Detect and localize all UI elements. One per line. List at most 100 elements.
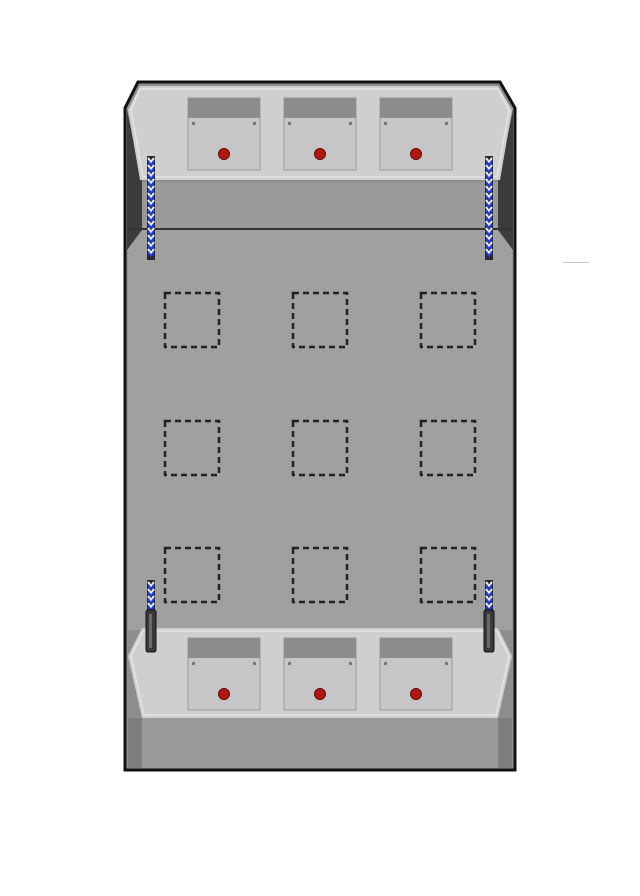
crate-lid (188, 98, 260, 118)
chain-link (485, 185, 493, 192)
crate-lid (284, 98, 356, 118)
lever-link (485, 588, 493, 595)
chain-link (147, 174, 155, 181)
chain-link (147, 244, 155, 251)
crate-lid (380, 98, 452, 118)
deck-floor[interactable] (128, 230, 512, 630)
crate-rivet (192, 122, 195, 125)
lever-link (485, 591, 493, 598)
lever-highlight (487, 614, 490, 648)
chain-link (485, 237, 493, 244)
chain-link (485, 241, 493, 248)
crate-rivet (445, 662, 448, 665)
chain-link (485, 171, 493, 178)
cargo-slot-r1-c1[interactable] (163, 291, 221, 349)
lever-link (147, 591, 155, 598)
crate-rivet (349, 122, 352, 125)
chain-link (485, 216, 493, 223)
left-wall-shadow (127, 110, 142, 250)
chain-link (485, 227, 493, 234)
chain-link (485, 195, 493, 202)
chain-link (485, 244, 493, 251)
red-button-icon[interactable] (410, 148, 422, 160)
cargo-slot-r2-c2[interactable] (291, 419, 349, 477)
right-wall-shadow (498, 110, 513, 250)
chain-link (147, 220, 155, 227)
chain-link (485, 167, 493, 174)
chain-link (147, 241, 155, 248)
chain-link (485, 230, 493, 237)
bottom-crate-2[interactable] (283, 637, 357, 711)
red-button-icon[interactable] (314, 688, 326, 700)
left-bottom-lever-icon[interactable] (145, 580, 157, 653)
chain-link (147, 199, 155, 206)
chain-link (147, 248, 155, 255)
chain-link (485, 174, 493, 181)
chain-link (147, 188, 155, 195)
chain-link (485, 192, 493, 199)
red-button-icon[interactable] (410, 688, 422, 700)
cargo-slot-r3-c1[interactable] (163, 546, 221, 604)
lever-link (485, 602, 493, 609)
chain-link (147, 181, 155, 188)
chain-link (147, 230, 155, 237)
red-button-icon[interactable] (218, 148, 230, 160)
top-crate-3[interactable] (379, 97, 453, 171)
chain-link (485, 206, 493, 213)
chain-link (485, 188, 493, 195)
chain-link (147, 251, 155, 258)
crate-rivet (288, 662, 291, 665)
chain-link (147, 223, 155, 230)
chain-link (147, 167, 155, 174)
bottom-ledge-rim (130, 630, 510, 716)
chain-link (147, 157, 155, 164)
cargo-slot-r3-c3[interactable] (419, 546, 477, 604)
bottom-ledge-front-right-shade (498, 718, 512, 768)
red-button-icon[interactable] (218, 688, 230, 700)
bottom-crate-1[interactable] (187, 637, 261, 711)
cargo-slot-r1-c2[interactable] (291, 291, 349, 349)
lever-link (485, 584, 493, 591)
left-top-chain-icon[interactable] (147, 156, 155, 260)
chain-link (485, 220, 493, 227)
cargo-slot-r2-c3[interactable] (419, 419, 477, 477)
chain-link (485, 202, 493, 209)
chain-link (147, 192, 155, 199)
chain-link (485, 234, 493, 241)
cargo-slot-r3-c2[interactable] (291, 546, 349, 604)
lever-link (147, 584, 155, 591)
chain-link (485, 157, 493, 164)
right-bottom-lever-icon[interactable] (483, 580, 495, 653)
lever-link (485, 598, 493, 605)
chain-link (147, 234, 155, 241)
chain-link (147, 178, 155, 185)
crate-lid (188, 638, 260, 658)
right-top-chain-icon[interactable] (485, 156, 493, 260)
crate-rivet (384, 122, 387, 125)
cargo-slot-r2-c1[interactable] (163, 419, 221, 477)
lever-link (147, 581, 155, 588)
top-crate-1[interactable] (187, 97, 261, 171)
top-crate-2[interactable] (283, 97, 357, 171)
chain-link (485, 248, 493, 255)
crate-rivet (288, 122, 291, 125)
lever-link (485, 581, 493, 588)
chain-link (147, 171, 155, 178)
chain-link (147, 185, 155, 192)
crate-rivet (253, 662, 256, 665)
lever-link (147, 602, 155, 609)
cargo-slot-r1-c3[interactable] (419, 291, 477, 349)
chain-link (485, 178, 493, 185)
red-button-icon[interactable] (314, 148, 326, 160)
crate-rivet (253, 122, 256, 125)
chain-link (485, 181, 493, 188)
bottom-ledge-front (128, 718, 512, 768)
bottom-crate-3[interactable] (379, 637, 453, 711)
crate-rivet (445, 122, 448, 125)
lever-highlight (149, 614, 152, 648)
chain-link (147, 164, 155, 171)
crate-rivet (192, 662, 195, 665)
top-ledge-rim (130, 88, 510, 178)
crate-rivet (384, 662, 387, 665)
